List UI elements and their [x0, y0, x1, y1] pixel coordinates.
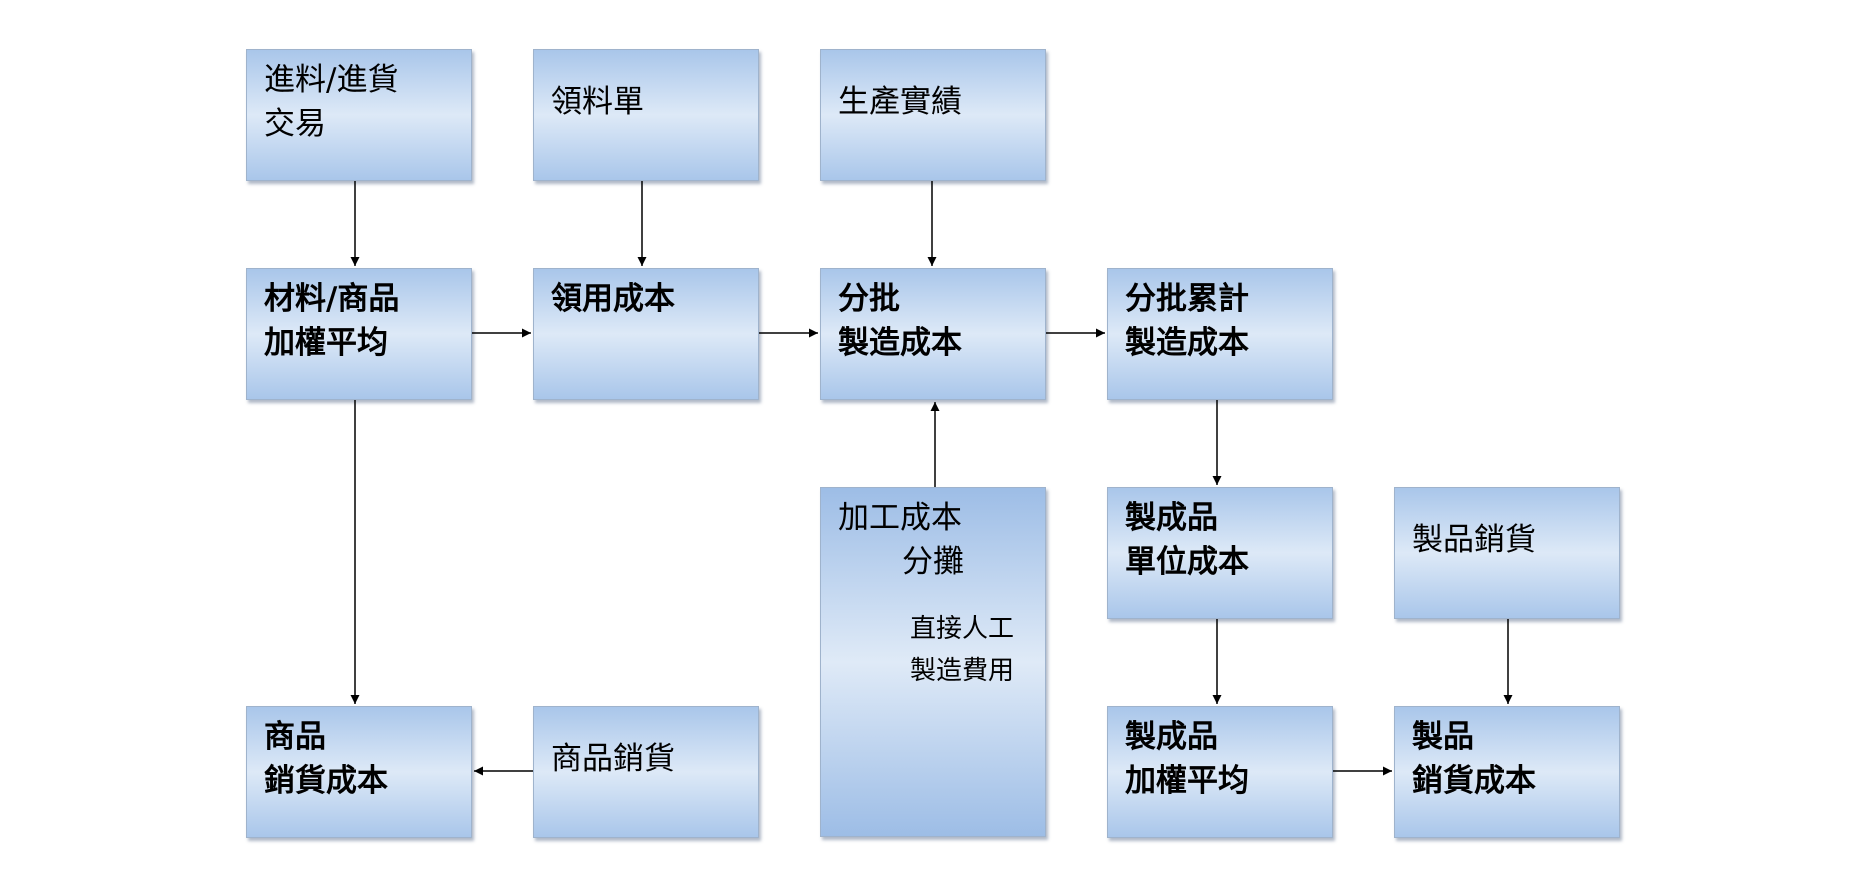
node-batch-cost-line-2: 製造成本: [838, 325, 962, 361]
node-product-sales-label: 製品銷貨: [1412, 522, 1536, 558]
node-batch-cumulative-cost: 分批累計 製造成本: [1107, 268, 1333, 400]
node-batch-cumulative-line-1: 分批累計: [1125, 281, 1249, 317]
node-product-cogs-line-1: 製品: [1412, 719, 1474, 755]
node-batch-cumulative-line-2: 製造成本: [1125, 325, 1249, 361]
node-processing-direct-labor: 直接人工: [910, 614, 1015, 644]
node-material-cost: 領用成本: [533, 268, 759, 400]
node-batch-cost: 分批 製造成本: [820, 268, 1046, 400]
node-weighted-average-line-1: 材料/商品: [264, 281, 400, 317]
node-requisition: 領料單: [533, 49, 759, 181]
node-goods-cogs-line-1: 商品: [264, 719, 326, 755]
node-processing-overhead: 製造費用: [910, 656, 1015, 686]
node-production-label: 生產實績: [838, 84, 962, 120]
node-material-cost-label: 領用成本: [551, 281, 675, 317]
node-finished-avg-line-1: 製成品: [1125, 719, 1218, 755]
node-processing-line-1: 加工成本: [838, 500, 962, 536]
node-goods-sales: 商品銷貨: [533, 706, 759, 838]
node-unit-cost: 製成品 單位成本: [1107, 487, 1333, 619]
node-purchase-transaction: 進料/進貨 交易: [246, 49, 472, 181]
node-product-cogs-line-2: 銷貨成本: [1412, 763, 1536, 799]
node-goods-sales-label: 商品銷貨: [551, 741, 675, 777]
node-weighted-average: 材料/商品 加權平均: [246, 268, 472, 400]
node-batch-cost-line-1: 分批: [838, 281, 900, 317]
node-finished-avg-line-2: 加權平均: [1125, 763, 1249, 799]
node-processing-line-2: 分攤: [902, 544, 964, 580]
node-purchase-line-2: 交易: [264, 106, 326, 142]
node-goods-cogs: 商品 銷貨成本: [246, 706, 472, 838]
node-processing-cost-allocation: 加工成本 分攤 直接人工 製造費用: [820, 487, 1046, 837]
node-unit-cost-line-2: 單位成本: [1125, 544, 1249, 580]
node-production-result: 生產實績: [820, 49, 1046, 181]
node-requisition-label: 領料單: [551, 84, 644, 120]
node-purchase-line-1: 進料/進貨: [264, 62, 399, 98]
node-product-sales: 製品銷貨: [1394, 487, 1620, 619]
node-goods-cogs-line-2: 銷貨成本: [264, 763, 388, 799]
node-product-cogs: 製品 銷貨成本: [1394, 706, 1620, 838]
node-weighted-average-line-2: 加權平均: [264, 325, 388, 361]
node-unit-cost-line-1: 製成品: [1125, 500, 1218, 536]
node-finished-weighted-average: 製成品 加權平均: [1107, 706, 1333, 838]
